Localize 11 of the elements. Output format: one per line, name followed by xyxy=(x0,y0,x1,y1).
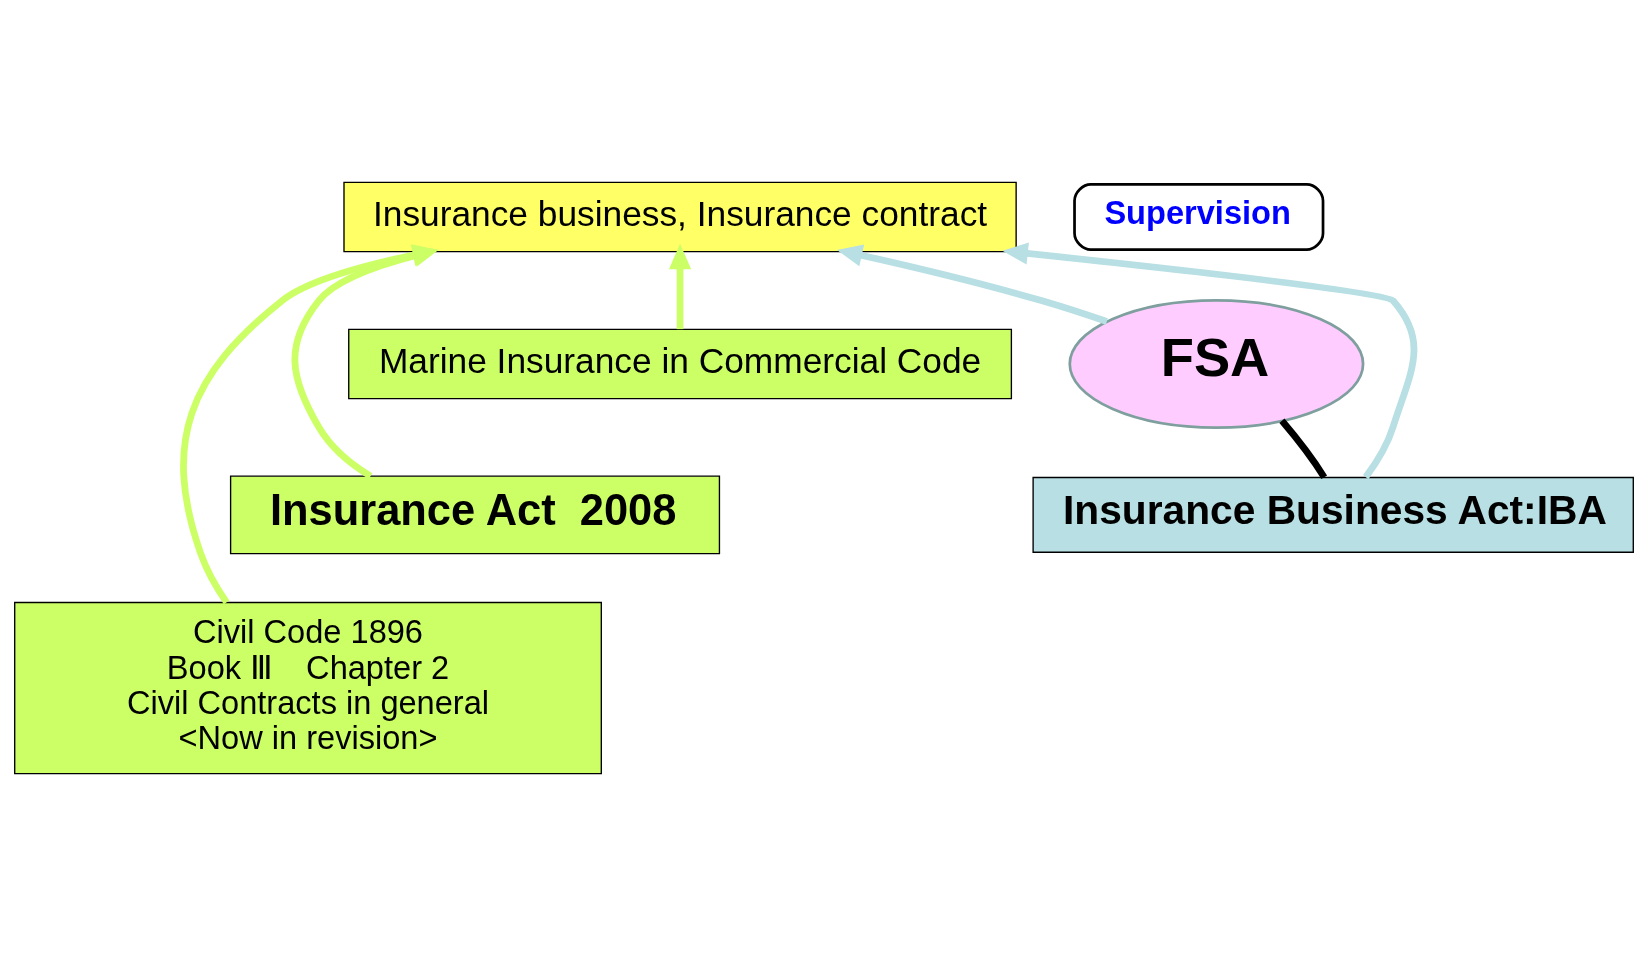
arrow xyxy=(1002,241,1418,479)
node-ellipse: FSA xyxy=(1068,298,1365,429)
node-box: Insurance Act 2008 xyxy=(229,475,721,554)
arrow xyxy=(668,243,692,329)
node-box: Civil Code 1896 Book Ⅲ Chapter 2 Civil Contracts in general <Now in revision> xyxy=(14,601,602,774)
node-box: Insurance business, Insurance contract xyxy=(343,181,1017,252)
node-box: Supervision xyxy=(1073,182,1325,251)
connector xyxy=(1279,418,1328,479)
arrow xyxy=(836,244,1108,325)
node-box: Marine Insurance in Commercial Code xyxy=(348,328,1013,399)
node-box: Insurance Business Act:IBA xyxy=(1032,476,1634,553)
